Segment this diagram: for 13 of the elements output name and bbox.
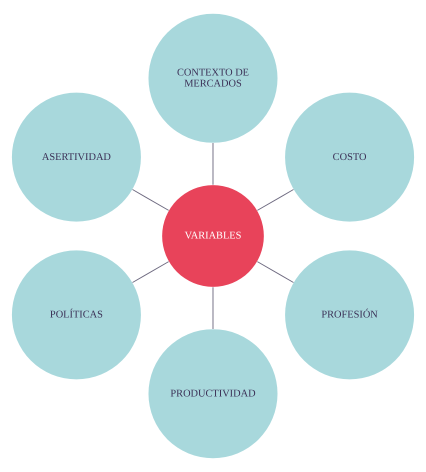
node-circle: PROFESIÓN (285, 250, 414, 380)
node-circle: COSTO (285, 92, 414, 222)
node-circle: CONTEXTO DE MERCADOS (148, 14, 278, 143)
connector (132, 261, 170, 283)
connector (256, 189, 294, 211)
connector (212, 142, 214, 186)
node-circle: VARIABLES (162, 185, 264, 287)
node-circle: POLÍTICAS (12, 250, 141, 380)
node-circle: PRODUCTIVIDAD (148, 329, 278, 458)
connector (212, 286, 214, 330)
connector (256, 261, 294, 283)
connector (132, 189, 170, 211)
node-circle: ASERTIVIDAD (12, 92, 141, 222)
